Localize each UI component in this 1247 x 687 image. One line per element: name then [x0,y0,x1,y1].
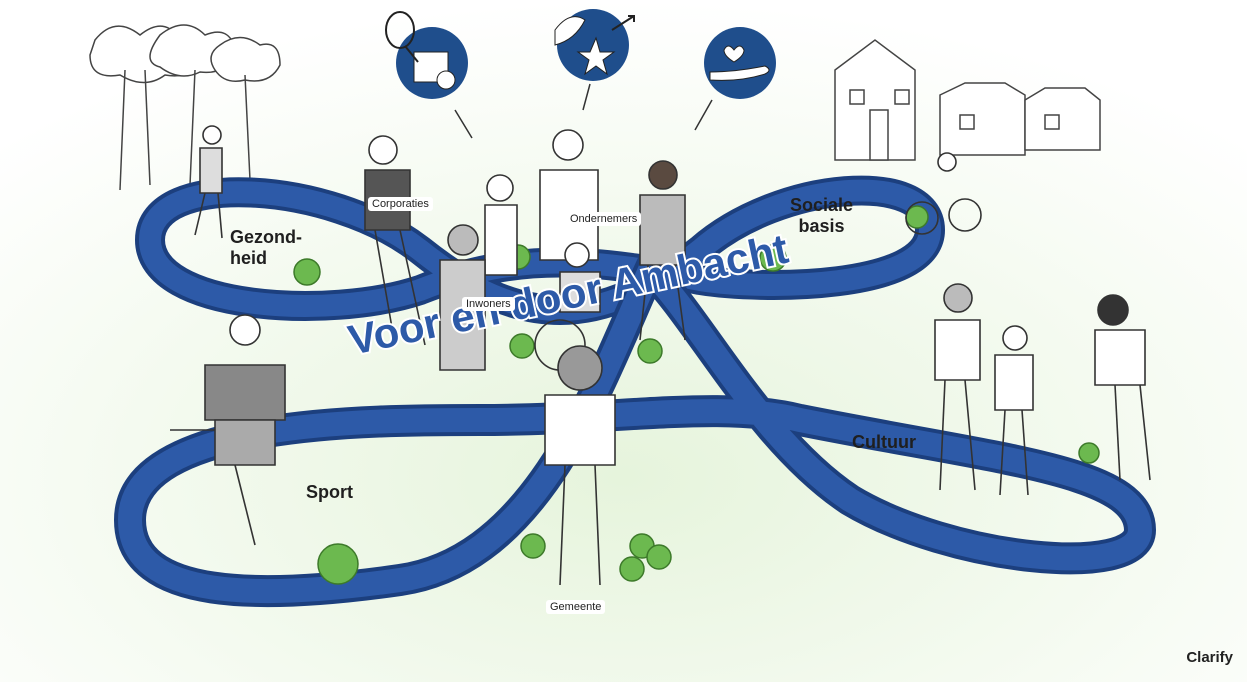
label-social: Sociale basis [790,195,854,236]
label-residents: Inwoners [462,297,515,311]
people [170,125,1151,586]
strength-icon [554,9,635,81]
health-icon [385,11,468,99]
brand-logo: Clarify [1186,649,1233,666]
track [113,175,1157,608]
label-sport: Sport [306,482,353,502]
label-health: Gezond- heid [230,227,302,268]
care-icon [704,27,776,99]
houses-drawing [834,39,1101,161]
label-corporations: Corporaties [368,197,433,211]
icon-connectors [454,83,713,139]
label-culture: Cultuur [852,432,916,452]
label-municipality: Gemeente [546,600,606,614]
balls [293,205,1100,585]
trees-drawing [89,24,281,191]
label-entrepreneurs: Ondernemers [566,212,642,226]
